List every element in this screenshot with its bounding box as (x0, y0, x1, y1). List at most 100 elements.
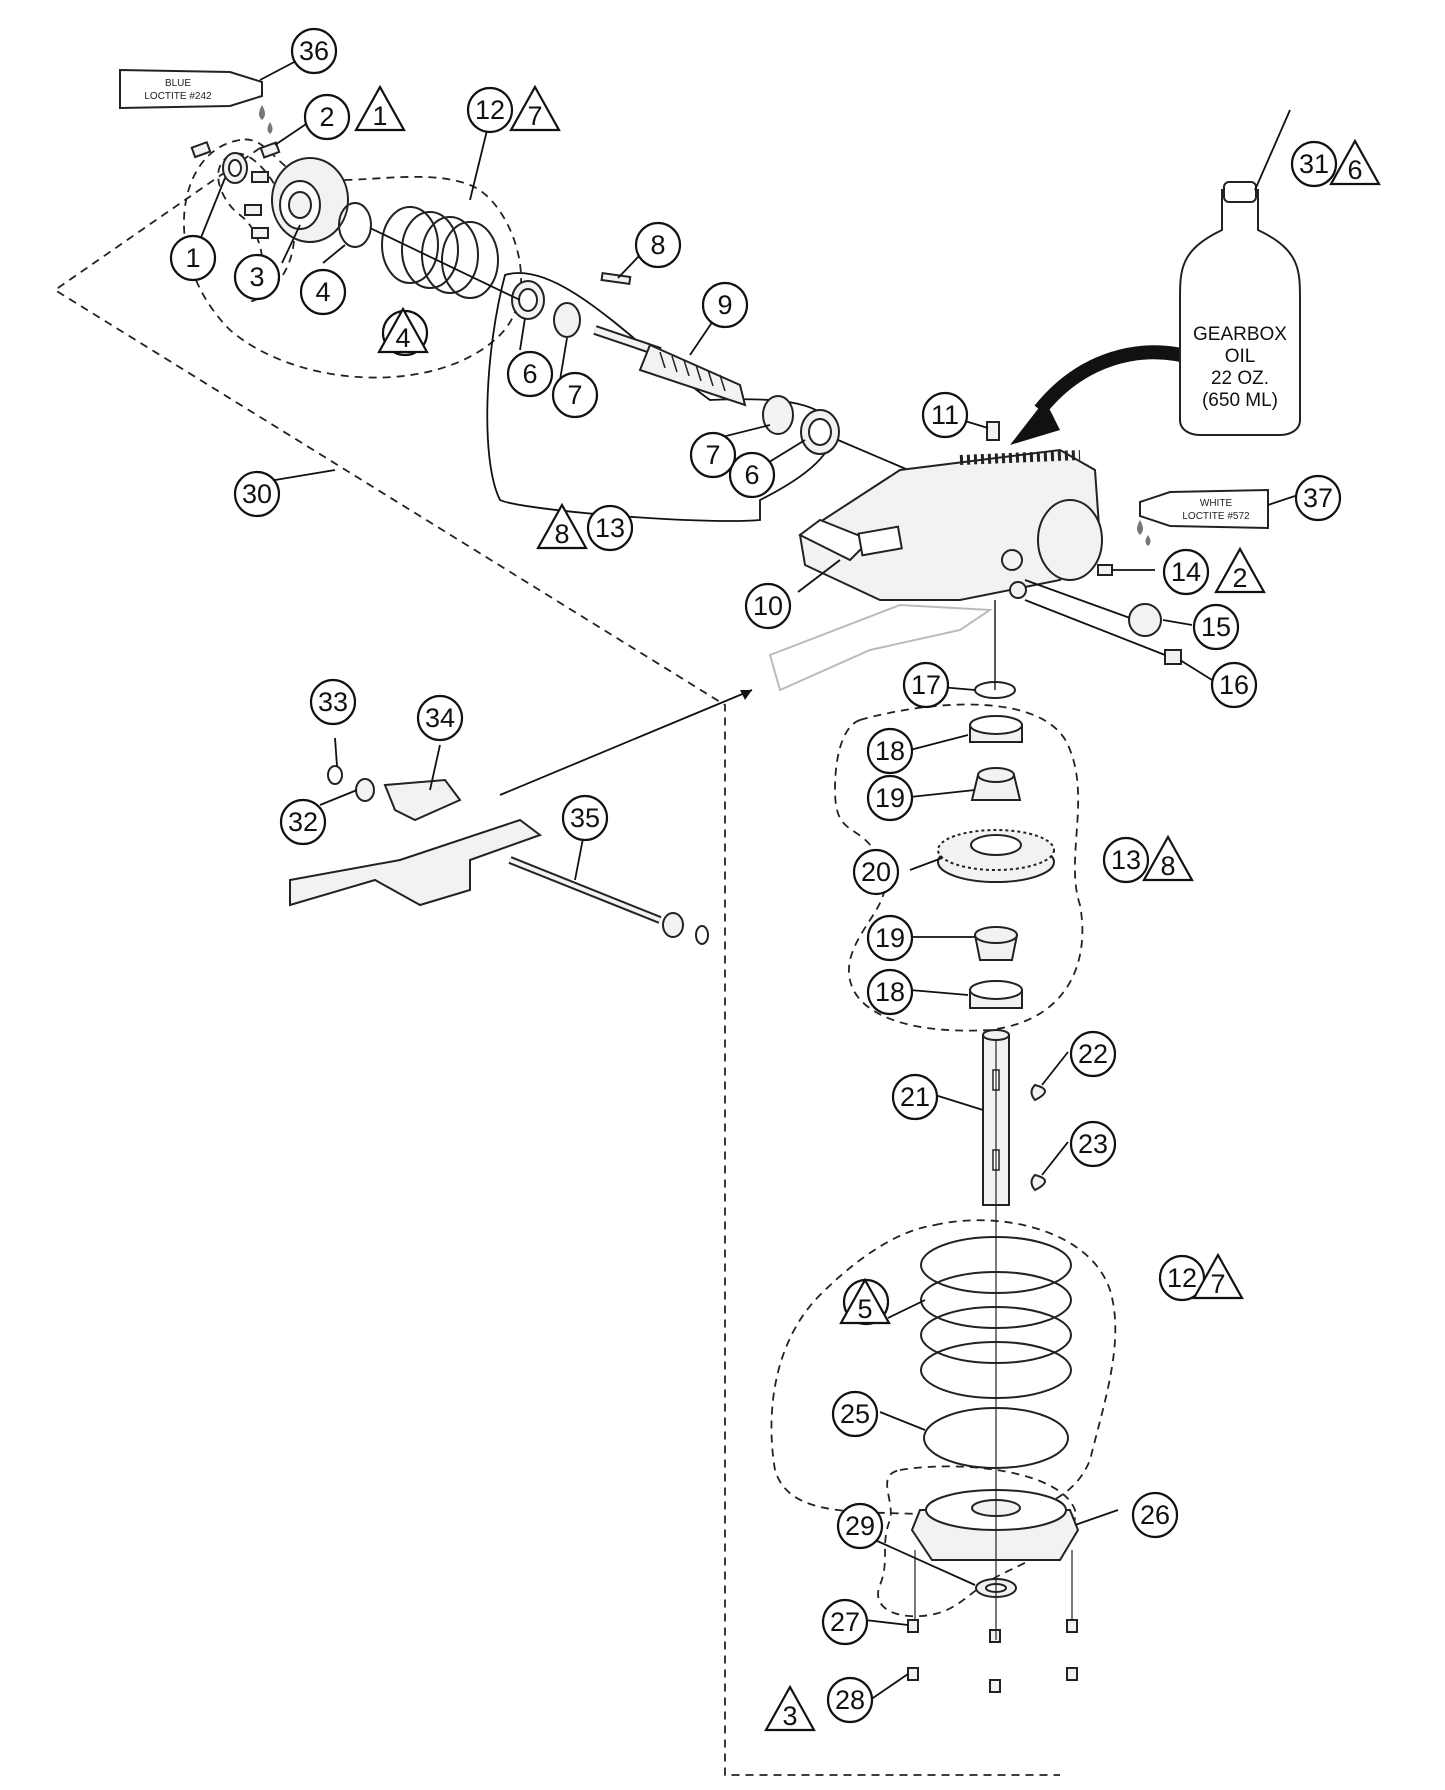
callout-19: 19 (866, 914, 914, 962)
warning-triangle-5: 5 (839, 1277, 891, 1325)
outline-30 (53, 147, 1060, 1776)
callout-18: 18 (866, 727, 914, 775)
warning-triangle-8: 8 (1142, 834, 1194, 882)
outline-3 (217, 152, 295, 302)
callout-label: 13 (1111, 845, 1141, 875)
callout-20: 20 (852, 848, 900, 896)
callout-4: 4 (299, 268, 347, 316)
warning-label: 4 (395, 323, 410, 353)
callout-label: 21 (900, 1082, 930, 1112)
callout-33: 33 (309, 678, 357, 726)
callout-label: 10 (753, 591, 783, 621)
callout-13: 13 (1102, 836, 1150, 884)
callout-label: 15 (1201, 612, 1231, 642)
callout-19: 19 (866, 774, 914, 822)
callout-label: 16 (1219, 670, 1249, 700)
outline-13-lower (834, 703, 1084, 1032)
callout-36: 36 (290, 27, 338, 75)
callout-label: 35 (570, 803, 600, 833)
callout-11: 11 (921, 391, 969, 439)
callout-label: 25 (840, 1399, 870, 1429)
callout-35: 35 (561, 794, 609, 842)
warning-triangle-4: 4 (377, 306, 429, 354)
callout-26: 26 (1131, 1491, 1179, 1539)
tube-blue-loctite: BLUE LOCTITE #242 (119, 68, 263, 110)
warning-label: 2 (1232, 563, 1247, 593)
callout-16: 16 (1210, 661, 1258, 709)
warning-triangle-1: 1 (354, 84, 406, 132)
warning-label: 3 (782, 1701, 797, 1731)
callout-label: 19 (875, 783, 905, 813)
warning-label: 6 (1347, 155, 1362, 185)
bolt-icon (190, 140, 281, 239)
callout-31: 31 (1290, 140, 1338, 188)
callout-2: 2 (303, 93, 351, 141)
warning-label: 7 (1210, 1269, 1225, 1299)
shim-stack-upper (381, 206, 499, 299)
callout-label: 37 (1303, 483, 1333, 513)
callout-label: 18 (875, 977, 905, 1007)
callout-1: 1 (169, 234, 217, 282)
warning-label: 7 (527, 101, 542, 131)
key-23 (1030, 1173, 1046, 1192)
drop-icon (259, 105, 265, 120)
drop-icon (1137, 520, 1143, 535)
callout-7: 7 (551, 371, 599, 419)
callout-label: 4 (315, 277, 330, 307)
callout-label: 17 (911, 670, 941, 700)
callout-label: 23 (1078, 1129, 1108, 1159)
callout-label: 12 (1167, 1263, 1197, 1293)
warning-triangle-7: 7 (1192, 1252, 1244, 1300)
callout-label: 6 (522, 359, 537, 389)
tube-blue-line1: BLUE (165, 78, 191, 89)
callout-label: 11 (931, 400, 959, 430)
bottle-line2: OIL (1225, 346, 1256, 367)
arrow-head (1010, 400, 1060, 445)
callout-label: 26 (1140, 1500, 1170, 1530)
callout-8: 8 (634, 221, 682, 269)
bearing-cap-3 (271, 157, 349, 243)
callout-label: 22 (1078, 1039, 1108, 1069)
warning-triangle-8: 8 (536, 502, 588, 550)
callout-label: 7 (705, 440, 720, 470)
callout-10: 10 (744, 582, 792, 630)
callout-label: 8 (650, 230, 665, 260)
callout-label: 9 (717, 290, 732, 320)
callout-23: 23 (1069, 1120, 1117, 1168)
callout-label: 7 (567, 380, 582, 410)
bearing-cup-18-lower (969, 980, 1023, 1009)
callout-6: 6 (506, 350, 554, 398)
bottle-line4: (650 ML) (1202, 390, 1278, 411)
callout-27: 27 (821, 1598, 869, 1646)
worm-shaft-9 (593, 325, 747, 407)
bottle-line1: GEARBOX (1193, 324, 1287, 345)
outline-12-lower (770, 1219, 1117, 1518)
warning-label: 8 (1160, 851, 1175, 881)
callout-label: 34 (425, 703, 455, 733)
vent-plug-11 (986, 421, 1000, 441)
bottle-line3: 22 OZ. (1211, 368, 1269, 389)
callout-17: 17 (902, 661, 950, 709)
bearing-cone-19-upper (970, 767, 1022, 801)
callout-18: 18 (866, 968, 914, 1016)
callout-30: 30 (233, 470, 281, 518)
bearing-cup-18-upper (969, 715, 1023, 743)
callout-label: 33 (318, 687, 348, 717)
tube-white-line1: WHITE (1200, 498, 1233, 509)
callout-13: 13 (586, 504, 634, 552)
callout-label: 36 (299, 36, 329, 66)
bottom-cover-26 (910, 1489, 1080, 1561)
callout-25: 25 (831, 1390, 879, 1438)
gearbox-oil-bottle: GEARBOX OIL 22 OZ. (650 ML) (1179, 181, 1301, 436)
callout-label: 6 (744, 460, 759, 490)
cone-7-upper (553, 302, 581, 338)
callout-label: 20 (861, 857, 891, 887)
callout-22: 22 (1069, 1030, 1117, 1078)
plug-15 (1128, 603, 1162, 637)
callout-label: 3 (249, 262, 264, 292)
warning-triangle-6: 6 (1329, 138, 1381, 186)
callout-28: 28 (826, 1676, 874, 1724)
outline-26 (877, 1465, 1076, 1618)
callout-label: 30 (242, 479, 272, 509)
shift-lever-34 (289, 778, 543, 907)
